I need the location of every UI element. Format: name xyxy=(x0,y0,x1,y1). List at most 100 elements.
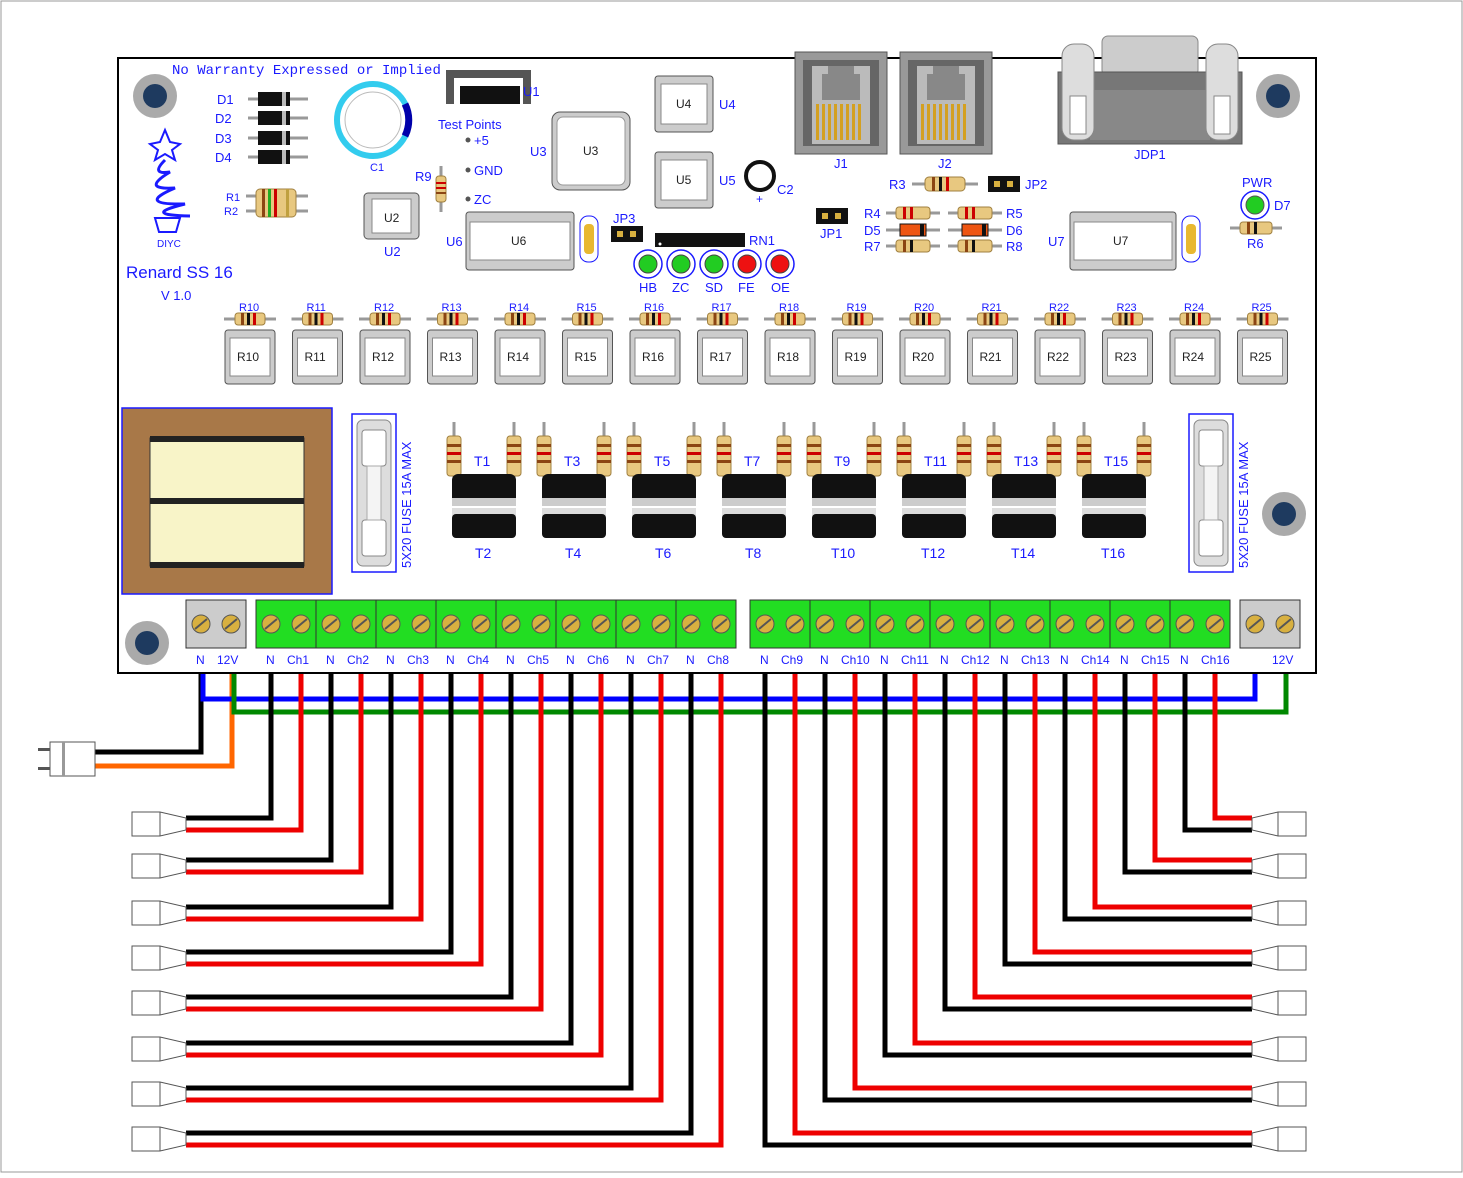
d4-label: D4 xyxy=(215,150,232,165)
u4-chip-label: U4 xyxy=(676,97,692,111)
triac-icon xyxy=(812,474,876,504)
triac-label-t13: T13 xyxy=(1014,453,1038,469)
wire-neutral-ch11 xyxy=(882,648,1252,1058)
channels-9-16-terminal-label: N xyxy=(820,653,829,667)
triac-icon xyxy=(542,474,606,504)
connector-j2: J2 xyxy=(899,51,993,171)
resistor-label-r22: R22 xyxy=(1049,302,1069,314)
resistor-band xyxy=(867,444,881,447)
optocoupler-face xyxy=(769,337,811,377)
fuse-left-label: 5X20 FUSE 15A MAX xyxy=(399,441,414,568)
channels-1-8-terminal-label: Ch7 xyxy=(647,653,669,667)
resistor-label-r23: R23 xyxy=(1117,302,1137,314)
resistor-band xyxy=(807,460,821,463)
led-icon xyxy=(671,254,691,274)
channels-1-8-terminal-label: Ch4 xyxy=(467,653,489,667)
screw-slot xyxy=(1058,618,1072,630)
channels-9-16-terminal-label: Ch15 xyxy=(1141,653,1170,667)
triac-tab xyxy=(452,508,516,516)
resistor-band xyxy=(1186,313,1189,325)
triac-icon xyxy=(452,514,516,538)
wire-neutral-ch12 xyxy=(942,648,1252,1012)
fuse-right: 5X20 FUSE 15A MAX xyxy=(1188,413,1251,573)
triac-tab xyxy=(632,498,696,506)
output-lugs xyxy=(131,811,1307,1152)
resistor-band xyxy=(1130,313,1134,325)
wire-hot-ch5 xyxy=(186,648,544,1012)
optocoupler-label-r20: R20 xyxy=(912,350,934,364)
resistor-band xyxy=(247,313,250,325)
triac-tab xyxy=(812,508,876,516)
u4-label: U4 xyxy=(719,97,736,112)
triac-label-t2: T2 xyxy=(475,545,492,561)
resistor-band xyxy=(584,313,588,325)
resistors-r1-r2: R1 R2 xyxy=(224,188,308,218)
led-label-oe: OE xyxy=(771,280,790,295)
triac-tab xyxy=(542,508,606,516)
resistor-label-r15: R15 xyxy=(577,302,597,314)
channels-9-16-terminal-label: N xyxy=(940,653,949,667)
ic-u3: U3 U3 xyxy=(530,111,631,191)
mount-hole-icon xyxy=(1262,492,1306,536)
screw-slot xyxy=(998,618,1012,630)
triac-label-t10: T10 xyxy=(831,545,855,561)
test-points-label: Test Points xyxy=(438,117,502,132)
screw-slot xyxy=(384,618,398,630)
j1-label: J1 xyxy=(834,156,848,171)
power-out-terminal-label: 12V xyxy=(1272,653,1293,667)
diyc-tree-logo: DIYC xyxy=(147,127,191,250)
resistor-icon xyxy=(806,435,822,477)
channels-9-16-terminal-label: Ch13 xyxy=(1021,653,1050,667)
optocoupler-face xyxy=(702,337,743,377)
d2-label: D2 xyxy=(215,111,232,126)
wire-hot-ch4 xyxy=(186,648,484,967)
resistor-band xyxy=(1137,444,1151,447)
triac-tab xyxy=(722,498,786,506)
resistor-band xyxy=(717,444,731,447)
optocoupler-label-r16: R16 xyxy=(642,350,664,364)
power-plug-icon xyxy=(38,741,96,777)
wire-neutral-ch2 xyxy=(186,648,334,863)
triac-label-t4: T4 xyxy=(565,545,582,561)
optocoupler-label-r12: R12 xyxy=(372,350,394,364)
optocoupler-label-r11: R11 xyxy=(305,350,326,364)
resistor-band xyxy=(848,313,852,325)
d6-label: D6 xyxy=(1006,223,1023,238)
triac-tab xyxy=(722,508,786,516)
channels-9-16-terminal-label: N xyxy=(1180,653,1189,667)
wire-neutral-ch1 xyxy=(186,648,274,821)
resistor-label-r25: R25 xyxy=(1252,302,1272,314)
channels-1-8-terminal-label: Ch1 xyxy=(287,653,309,667)
connector-j1: J1 xyxy=(794,51,888,171)
tp-gnd-label: GND xyxy=(474,163,503,178)
resistor-icon xyxy=(536,435,552,477)
triac-label-t8: T8 xyxy=(745,545,762,561)
resistor-label-r13: R13 xyxy=(442,302,462,314)
u3-chip-label: U3 xyxy=(583,144,599,158)
optocoupler-label-r10: R10 xyxy=(237,350,259,364)
resistor-label-r19: R19 xyxy=(847,302,867,314)
jdp1-label: JDP1 xyxy=(1134,147,1166,162)
mount-hole-icon xyxy=(1256,74,1300,118)
triac-tab xyxy=(1082,498,1146,506)
wire-hot-ch12 xyxy=(972,648,1252,1000)
r7-label: R7 xyxy=(864,239,881,254)
screw-slot xyxy=(194,618,208,630)
resistor-label-r12: R12 xyxy=(374,302,394,314)
channels-9-16-terminal-label: Ch16 xyxy=(1201,653,1230,667)
optocoupler-face xyxy=(1174,337,1216,377)
triac-label-t1: T1 xyxy=(474,453,491,469)
wire-neutral-ch16 xyxy=(1182,648,1252,833)
screw-slot xyxy=(848,618,862,630)
triac-icon xyxy=(722,514,786,538)
channels-9-16-terminal-label: Ch12 xyxy=(961,653,990,667)
channels-9-16-terminal-label: N xyxy=(760,653,769,667)
triac-tab xyxy=(902,508,966,516)
u7-chip-label: U7 xyxy=(1113,234,1129,248)
jp1-label: JP1 xyxy=(820,226,842,241)
wire-12v-bus xyxy=(231,648,1289,715)
optocoupler-face xyxy=(1039,337,1081,377)
ic-u6: U6 U6 xyxy=(446,211,599,271)
